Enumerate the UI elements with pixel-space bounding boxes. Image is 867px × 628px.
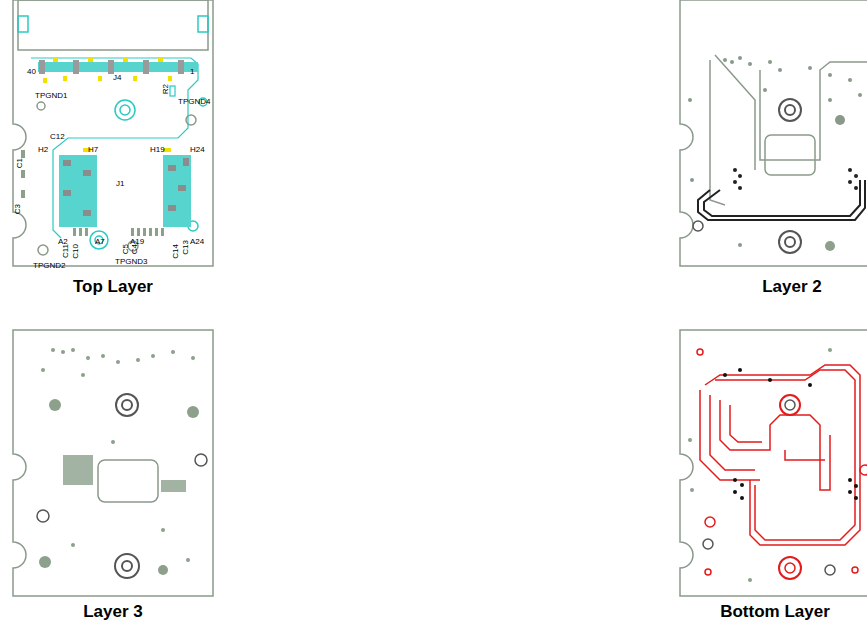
component-label: A7 <box>95 238 105 246</box>
component-label: H24 <box>190 146 205 154</box>
component-label: R2 <box>162 84 170 94</box>
component-label: TPGND3 <box>115 258 147 266</box>
component-label: TPGND2 <box>33 262 65 270</box>
component-label: C14 <box>172 244 180 259</box>
component-label: H2 <box>38 146 48 154</box>
layer-3-board <box>13 330 213 596</box>
layer-caption: Top Layer <box>73 278 153 295</box>
layer-caption: Layer 3 <box>83 603 143 620</box>
layer-caption: Bottom Layer <box>720 603 830 620</box>
component-label: C4 <box>131 244 139 254</box>
component-label: J1 <box>116 180 124 188</box>
component-label: J4 <box>113 74 121 82</box>
component-label: C5 <box>122 244 130 254</box>
component-label: C1 <box>16 158 24 168</box>
component-label: 1 <box>190 68 194 76</box>
component-label: H7 <box>88 146 98 154</box>
component-label: C11 <box>62 244 70 258</box>
component-label: H19 <box>150 146 165 154</box>
component-label: TPGND4 <box>178 98 210 106</box>
component-label: C10 <box>72 244 80 259</box>
component-label: A24 <box>190 238 204 246</box>
component-label: TPGND1 <box>35 92 67 100</box>
component-label: C13 <box>182 240 190 255</box>
top-layer-board <box>13 0 213 266</box>
component-label: C3 <box>14 204 22 214</box>
component-label: 40 <box>27 68 36 76</box>
layer-caption: Layer 2 <box>762 278 822 295</box>
bottom-layer-board <box>680 330 867 596</box>
component-label: C12 <box>50 133 65 141</box>
layer-2-board <box>680 0 867 266</box>
